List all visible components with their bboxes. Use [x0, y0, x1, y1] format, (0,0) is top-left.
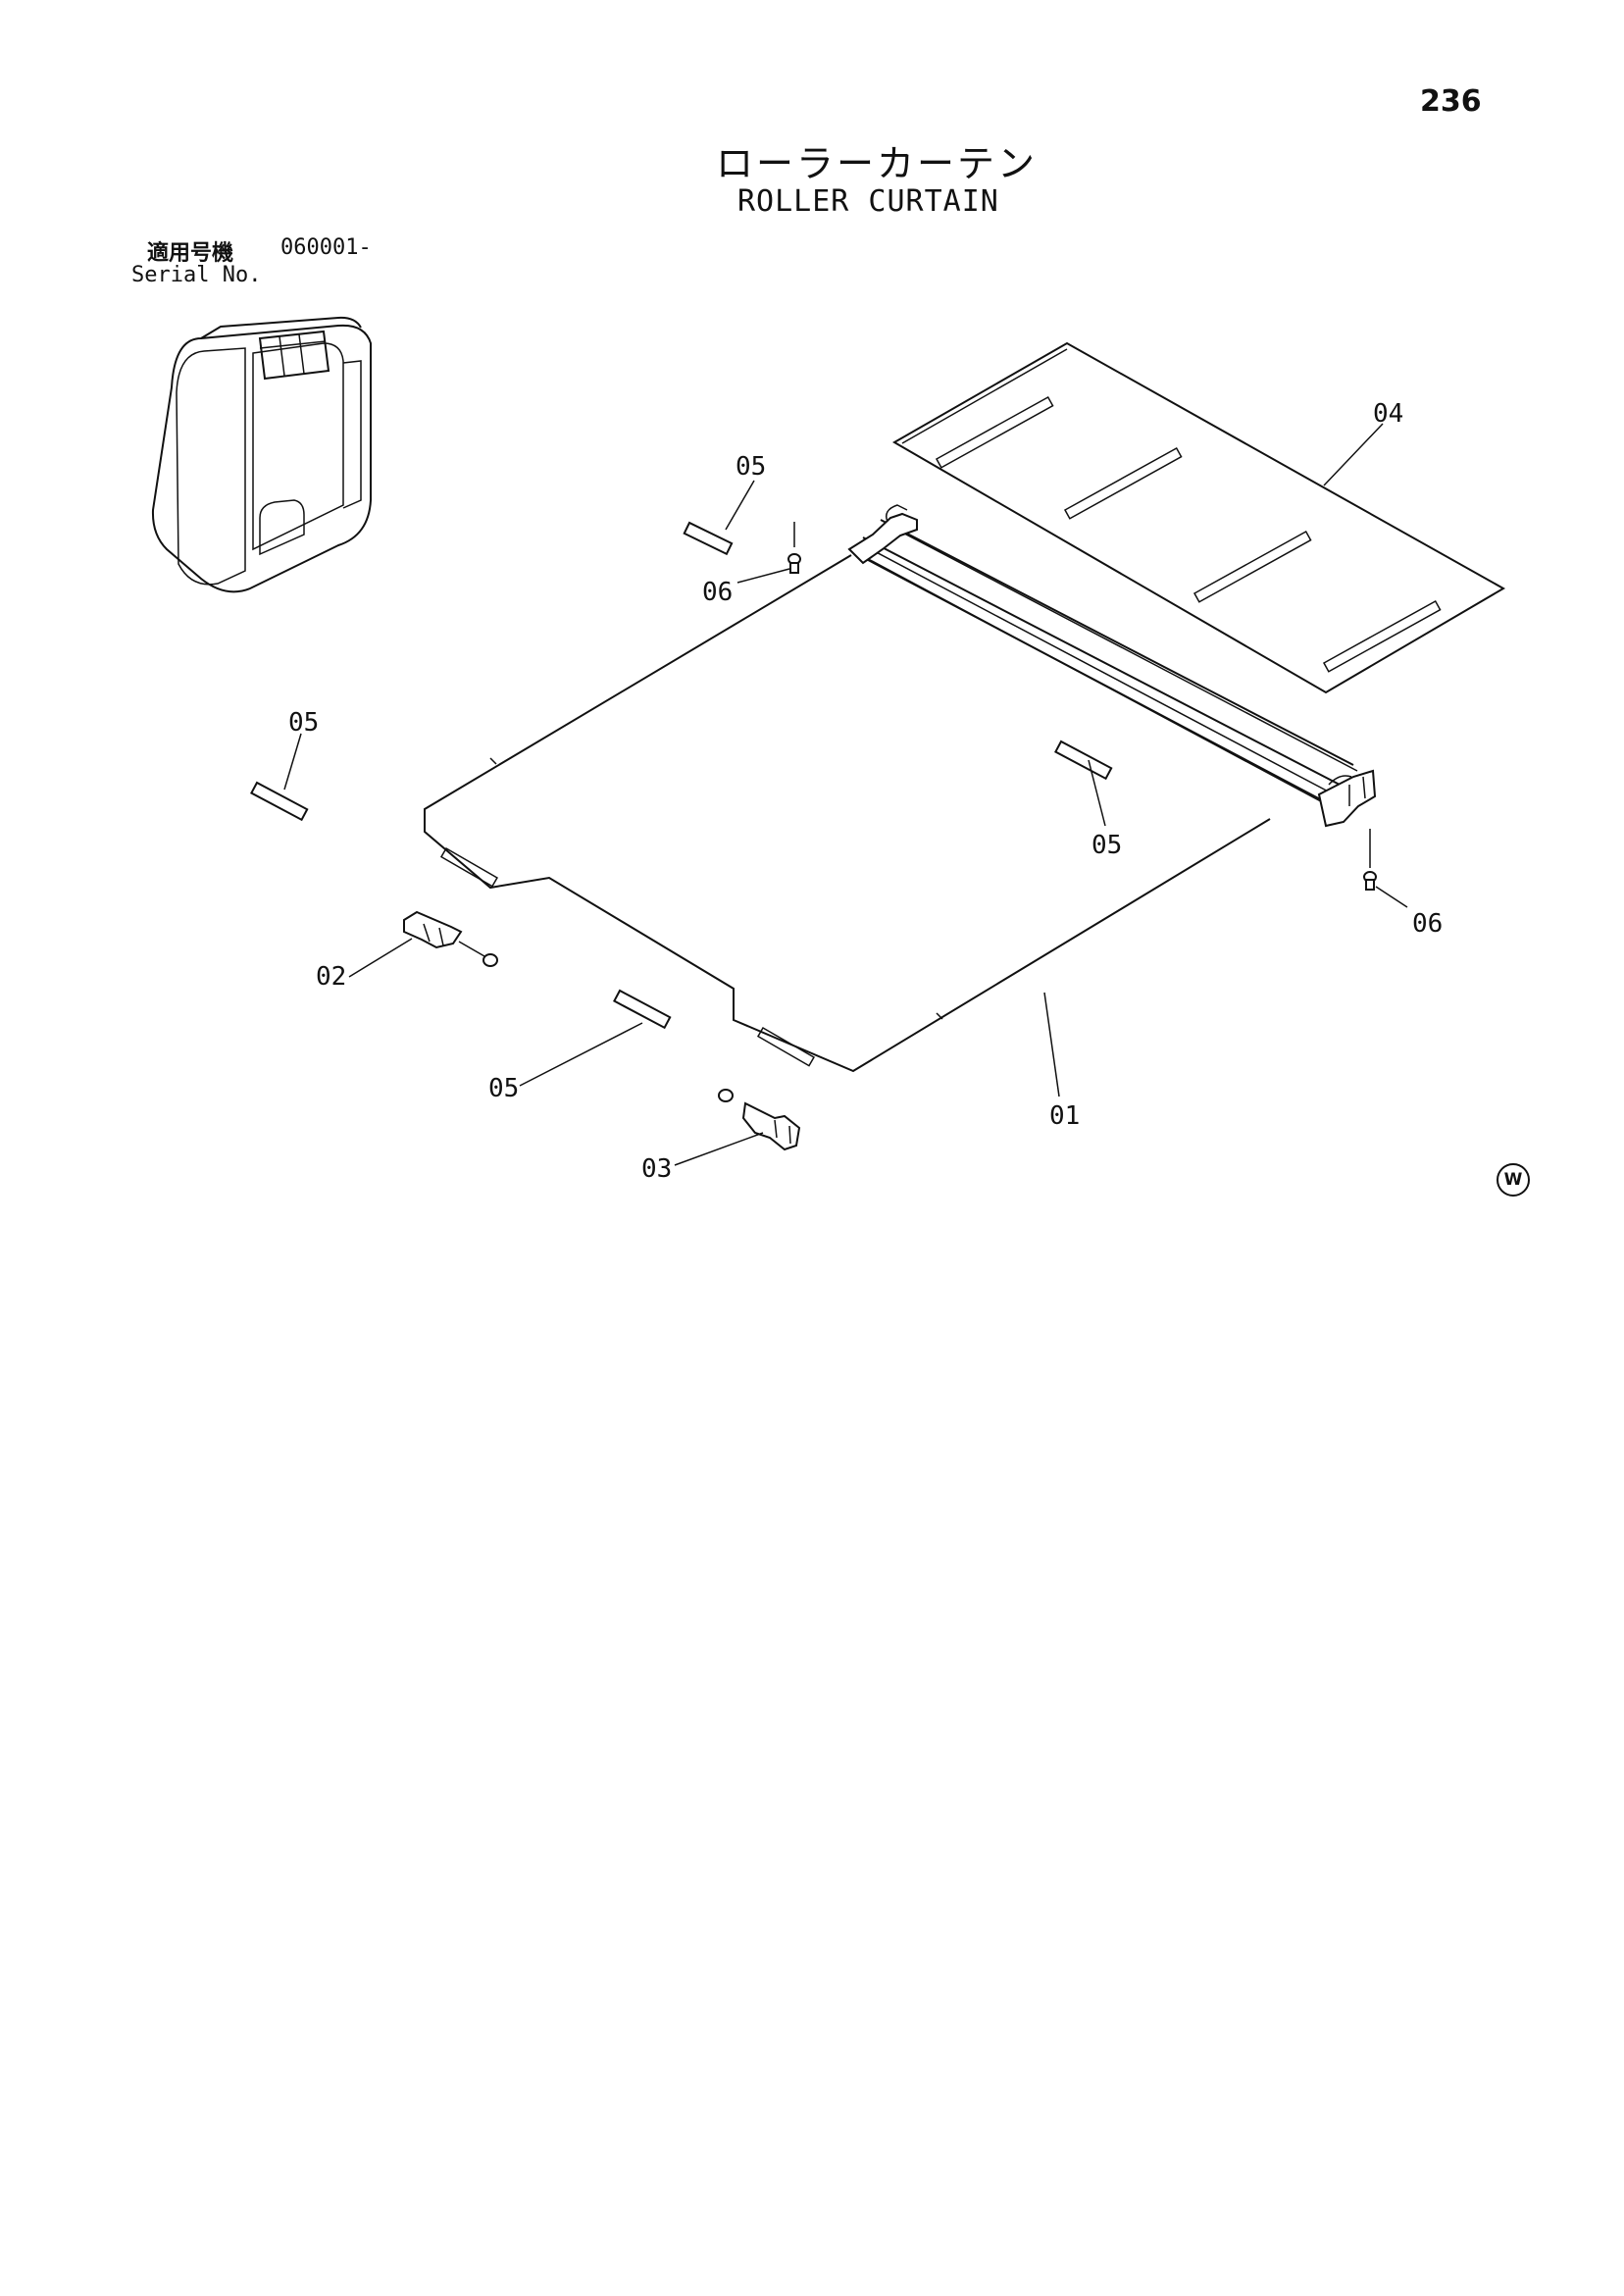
label-part-04: 04 — [1373, 399, 1403, 429]
serial-value: 060001- — [280, 235, 372, 260]
part-04-panel — [891, 341, 1506, 694]
label-part-02: 02 — [316, 962, 346, 992]
part-05-sticker-center — [1054, 740, 1113, 781]
part-02-clip — [403, 910, 498, 967]
part-05-sticker-left — [250, 781, 309, 822]
label-part-05-center: 05 — [1091, 831, 1122, 860]
part-05-sticker-bottom — [613, 989, 672, 1030]
page-title-en: ROLLER CURTAIN — [737, 184, 999, 219]
roller-tube — [847, 504, 1377, 828]
part-03-clip — [718, 1089, 801, 1151]
label-part-05-top: 05 — [736, 452, 766, 482]
label-part-03: 03 — [641, 1154, 672, 1184]
cab-thumbnail — [151, 316, 372, 593]
label-part-01: 01 — [1049, 1101, 1080, 1131]
part-06-screw-top — [787, 522, 801, 574]
leader-lines — [283, 423, 1408, 1166]
part-01-curtain-sheet — [424, 554, 1271, 1073]
serial-label-jp: 適用号機 — [147, 241, 234, 266]
part-05-sticker-top — [683, 521, 734, 556]
parts-diagram: 04 05 06 05 05 06 02 05 01 03 — [151, 316, 1506, 1184]
label-part-05-left: 05 — [288, 708, 319, 738]
part-06-screw-right — [1363, 829, 1377, 891]
page-title-jp: ローラーカーテン — [716, 142, 1039, 185]
watermark-w-symbol: W — [1497, 1163, 1530, 1197]
label-part-06-right: 06 — [1412, 909, 1443, 939]
label-part-05-bottom: 05 — [488, 1074, 519, 1103]
label-part-06-top: 06 — [702, 578, 733, 607]
serial-label-en: Serial No. — [131, 263, 262, 287]
page-number: 236 — [1420, 84, 1482, 119]
